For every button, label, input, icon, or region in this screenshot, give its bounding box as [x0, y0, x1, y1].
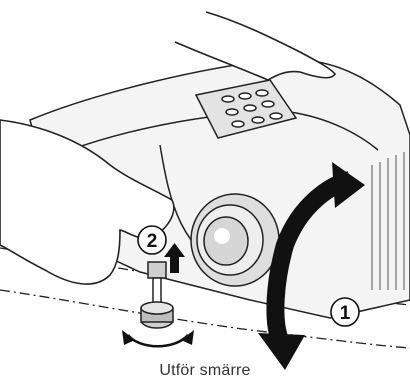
callout-step-2: 2 — [138, 226, 166, 254]
rotate-foot-arrow — [122, 330, 194, 346]
projector-lens — [191, 194, 279, 286]
callout-step-1-label: 1 — [340, 303, 351, 324]
upper-hand — [175, 12, 335, 80]
caption-text: Utför smärre — [0, 362, 410, 380]
callout-step-1: 1 — [331, 298, 359, 326]
callout-step-2-label: 2 — [147, 231, 158, 252]
